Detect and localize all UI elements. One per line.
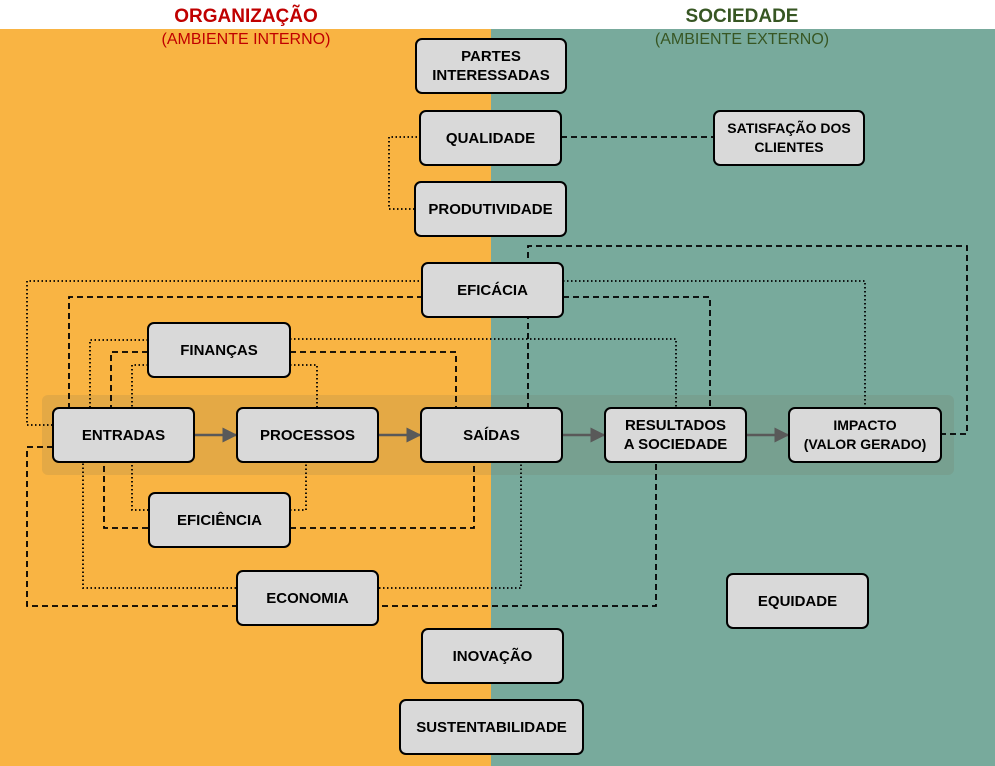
eficacia-entradas-dashed (68, 296, 423, 407)
eficacia-impacto-dotted (563, 280, 866, 407)
society-title: SOCIEDADE (685, 6, 799, 27)
eficiencia-entradas-link (103, 462, 148, 529)
eficiencia-processos-link (290, 462, 307, 511)
eficacia-box[interactable]: EFICÁCIA (421, 262, 564, 318)
eficiencia-box[interactable]: EFICIÊNCIA (148, 492, 291, 548)
financas-processos-link (290, 364, 318, 407)
financas-box[interactable]: FINANÇAS (147, 322, 291, 378)
saidas-box[interactable]: SAÍDAS (420, 407, 563, 463)
equidade-box[interactable]: EQUIDADE (726, 573, 869, 629)
partes-interessadas-box[interactable]: PARTES INTERESSADAS (415, 38, 567, 94)
organization-subtitle: (AMBIENTE INTERNO) (161, 31, 331, 48)
impacto-box[interactable]: IMPACTO (VALOR GERADO) (788, 407, 942, 463)
organization-title: ORGANIZAÇÃO (174, 6, 318, 27)
entradas-box[interactable]: ENTRADAS (52, 407, 195, 463)
economia-box[interactable]: ECONOMIA (236, 570, 379, 626)
impacto-eficacia-loop (527, 245, 968, 435)
processos-box[interactable]: PROCESSOS (236, 407, 379, 463)
financas-entradas-outer (89, 339, 148, 407)
eficacia-resultados-dashed (563, 296, 711, 407)
inovacao-box[interactable]: INOVAÇÃO (421, 628, 564, 684)
financas-entradas-inner (110, 351, 148, 407)
produtividade-box[interactable]: PRODUTIVIDADE (414, 181, 567, 237)
satisfacao-clientes-box[interactable]: SATISFAÇÃO DOS CLIENTES (713, 110, 865, 166)
resultados-sociedade-box[interactable]: RESULTADOS A SOCIEDADE (604, 407, 747, 463)
impacto-title: IMPACTO (833, 417, 897, 433)
organization-background (0, 29, 491, 766)
economia-entradas-link (82, 462, 236, 589)
economia-saidas-link (379, 462, 522, 589)
eficacia-entradas-dotted (26, 280, 423, 426)
sustentabilidade-box[interactable]: SUSTENTABILIDADE (399, 699, 584, 755)
impacto-subtitle: (VALOR GERADO) (803, 436, 927, 452)
eficiencia-saidas-link (290, 462, 475, 529)
society-subtitle: (AMBIENTE EXTERNO) (654, 31, 830, 48)
economia-resultados-link (26, 446, 657, 607)
quality-productivity-link (388, 136, 421, 210)
qualidade-box[interactable]: QUALIDADE (419, 110, 562, 166)
financas-resultados-link (290, 338, 677, 407)
financas-saidas-link (290, 351, 457, 407)
